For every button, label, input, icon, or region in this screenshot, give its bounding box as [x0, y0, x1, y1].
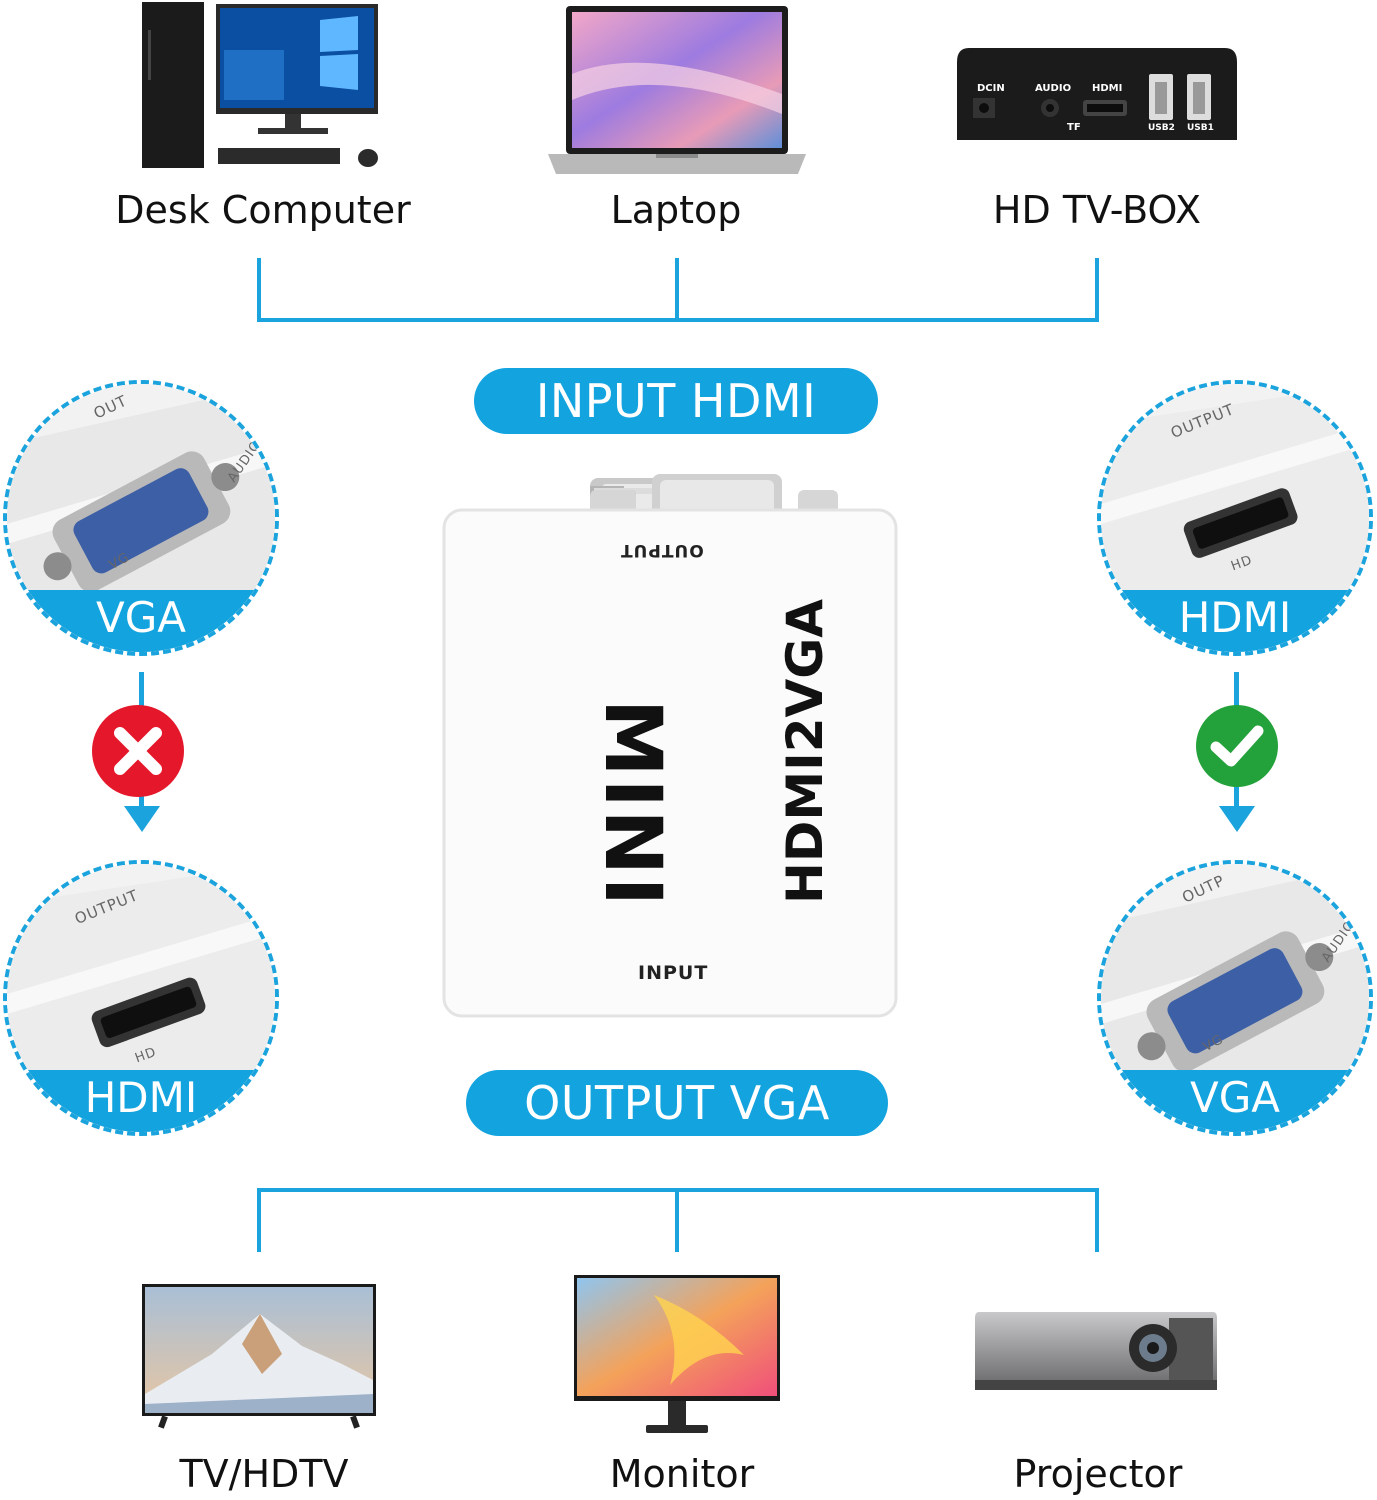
right-bottom-port-band: VGA — [1101, 1070, 1369, 1132]
bottom-connector-center — [675, 1188, 679, 1252]
source-label-tv-box: HD TV-BOX — [992, 188, 1202, 232]
bottom-connector-left — [257, 1188, 261, 1252]
tvbox-port-hdmi: HDMI — [1092, 83, 1123, 94]
monitor-icon — [574, 1275, 780, 1439]
right-top-port-band: HDMI — [1101, 590, 1369, 652]
tvbox-port-usb1: USB1 — [1187, 123, 1214, 133]
adapter-brand: MINI — [587, 699, 677, 908]
right-arrow-head — [1219, 806, 1255, 832]
adapter-output-label: OUTPUT — [620, 540, 704, 560]
output-vga-pill: OUTPUT VGA — [466, 1070, 888, 1136]
source-label-laptop: Laptop — [610, 188, 742, 232]
projector-icon — [973, 1304, 1219, 1394]
display-label-monitor: Monitor — [609, 1452, 755, 1496]
display-label-projector: Projector — [1013, 1452, 1183, 1496]
left-arrow-head — [124, 806, 160, 832]
tv-icon — [142, 1284, 376, 1432]
right-bottom-circle-ring — [1097, 860, 1373, 1136]
tvbox-port-usb2: USB2 — [1148, 123, 1175, 133]
desk-computer-icon — [140, 0, 385, 172]
left-bottom-circle-ring — [3, 860, 279, 1136]
left-top-circle-ring — [3, 380, 279, 656]
source-label-desk-computer: Desk Computer — [115, 188, 411, 232]
adapter-model: HDMI2VGA — [776, 599, 834, 904]
top-connector-center — [675, 258, 679, 322]
right-top-circle-ring — [1097, 380, 1373, 656]
top-connector-right — [1095, 258, 1099, 322]
correct-check-icon — [1194, 703, 1280, 789]
left-bottom-port-band: HDMI — [7, 1070, 275, 1132]
adapter-device: OUTPUT MINI HDMI2VGA INPUT — [440, 472, 900, 1020]
top-connector-bar — [257, 318, 1099, 322]
tvbox-port-tf: TF — [1067, 122, 1081, 133]
tvbox-port-audio: AUDIO — [1035, 83, 1072, 94]
left-top-port-band: VGA — [7, 590, 275, 652]
wrong-cross-icon — [90, 703, 186, 799]
display-label-tv: TV/HDTV — [179, 1452, 349, 1496]
left-top-vga-port-closeup: OUT AUDIO VG VGA — [7, 384, 275, 652]
input-hdmi-pill: INPUT HDMI — [474, 368, 878, 434]
right-bottom-vga-port-closeup: OUTP AUDIO VG VGA — [1101, 864, 1369, 1132]
left-bottom-hdmi-port-closeup: OUTPUT HD HDMI — [7, 864, 275, 1132]
tv-box-icon: DCIN AUDIO HDMI TF USB2 USB1 — [955, 44, 1239, 144]
laptop-icon — [546, 4, 808, 180]
top-connector-left — [257, 258, 261, 322]
bottom-connector-right — [1095, 1188, 1099, 1252]
right-top-hdmi-port-closeup: OUTPUT HD HDMI — [1101, 384, 1369, 652]
tvbox-port-dcin: DCIN — [977, 83, 1005, 94]
adapter-input-label: INPUT — [638, 962, 709, 984]
